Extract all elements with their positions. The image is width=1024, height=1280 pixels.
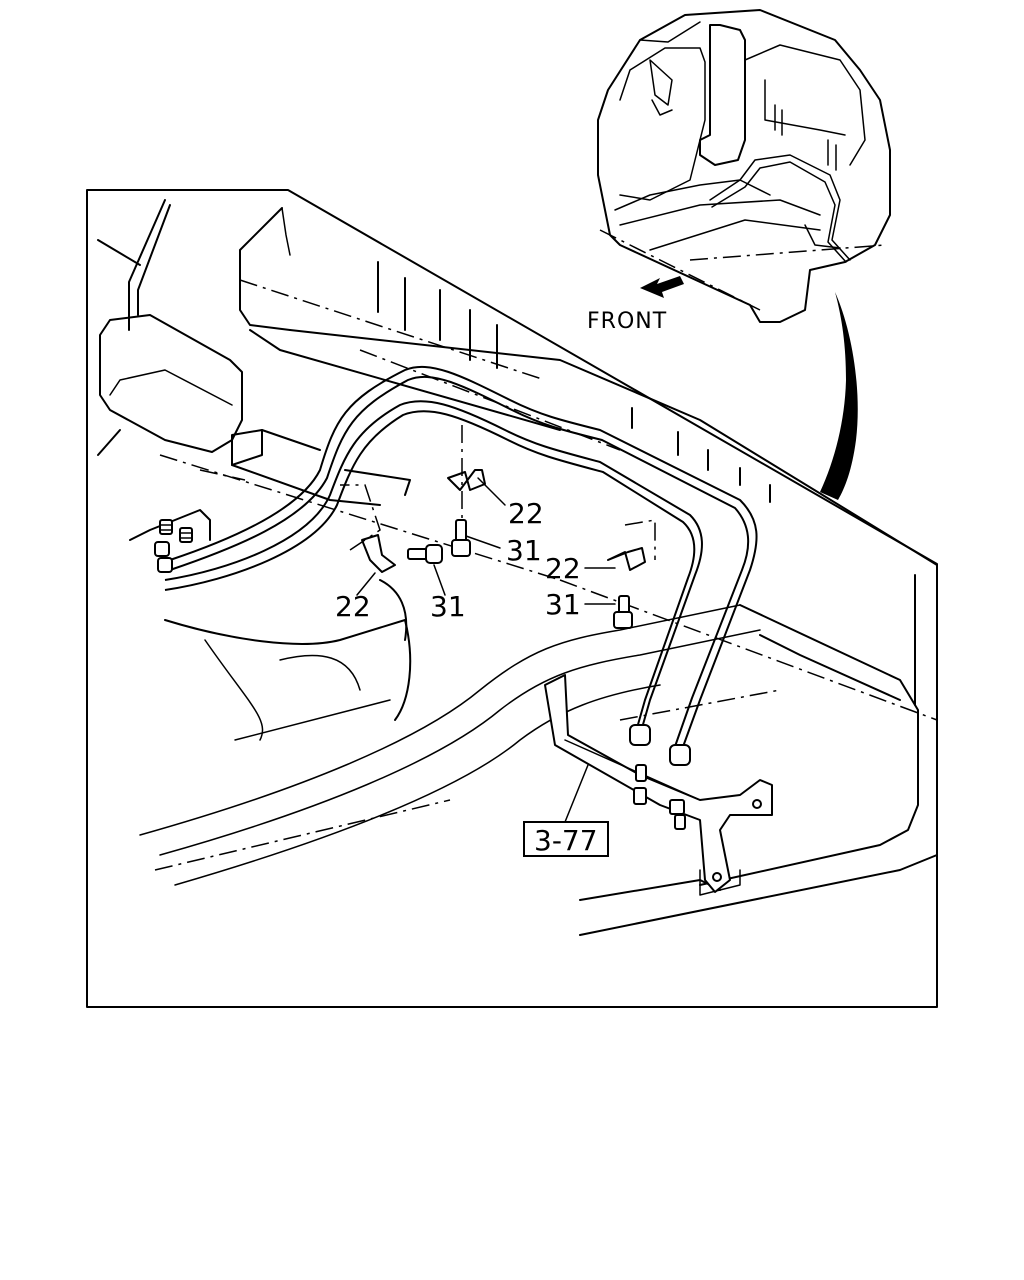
front-label: FRONT bbox=[587, 309, 667, 334]
callout-numbers: 22 31 22 31 22 31 bbox=[335, 497, 581, 623]
clamp-right bbox=[607, 519, 656, 571]
clamp-left bbox=[340, 484, 396, 573]
left-pipe-fittings bbox=[154, 519, 193, 573]
callout-bolt-upper: 31 bbox=[506, 534, 542, 567]
reference-box: 3-77 bbox=[523, 821, 609, 857]
bracket-assembly bbox=[544, 674, 773, 893]
callout-bolt-right: 31 bbox=[545, 588, 581, 621]
callout-bolt-left: 31 bbox=[430, 590, 466, 623]
right-pipe-fittings bbox=[629, 724, 691, 766]
brake-pipe-lower bbox=[164, 400, 703, 736]
vehicle-overview bbox=[597, 9, 891, 323]
bolt-left bbox=[407, 544, 443, 564]
front-indicator: FRONT bbox=[587, 276, 684, 334]
clamp-upper bbox=[447, 425, 486, 520]
brake-pipe-upper bbox=[169, 365, 758, 756]
callout-clamp-upper: 22 bbox=[508, 497, 544, 530]
floor-panel-outline bbox=[97, 199, 938, 936]
callout-clamp-left: 22 bbox=[335, 590, 371, 623]
bolt-upper bbox=[451, 519, 471, 557]
reference-label: 3-77 bbox=[534, 824, 598, 857]
front-arrow-icon bbox=[640, 276, 684, 298]
leader-lines bbox=[356, 477, 616, 823]
bolt-right bbox=[613, 595, 633, 629]
view-direction-arrow bbox=[820, 292, 858, 500]
detail-frame bbox=[86, 189, 938, 1008]
callout-clamp-right: 22 bbox=[545, 552, 581, 585]
